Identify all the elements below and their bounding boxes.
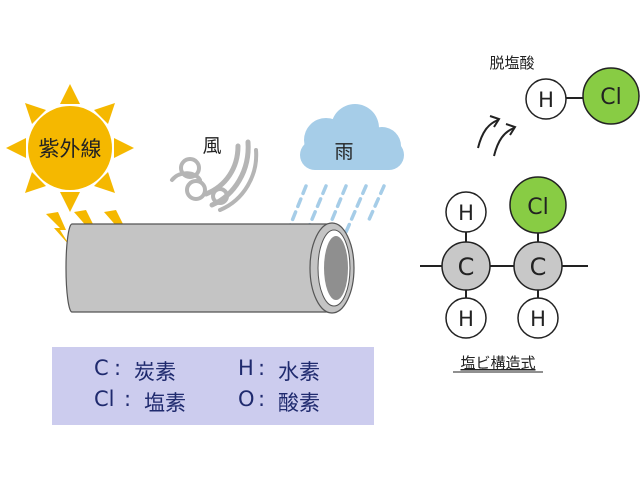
legend-separator: : bbox=[114, 356, 122, 380]
wind-icon bbox=[170, 139, 259, 212]
pvc-structure: H Cl C C H H bbox=[420, 176, 588, 339]
legend-name: 酸素 bbox=[278, 391, 320, 415]
legend-name: 炭素 bbox=[134, 360, 176, 384]
dehydrochlorination-label: 脱塩酸 bbox=[489, 54, 534, 72]
legend-symbol: H bbox=[238, 356, 254, 380]
hydrogen-atom bbox=[445, 297, 487, 339]
legend-symbol: Cl bbox=[94, 387, 115, 411]
legend-name: 塩素 bbox=[144, 391, 186, 415]
chlorine-atom bbox=[509, 176, 567, 234]
sun-icon bbox=[6, 84, 134, 212]
hydrogen-atom bbox=[525, 78, 567, 120]
curved-arrow-icon bbox=[493, 127, 515, 157]
curved-arrow-icons bbox=[477, 115, 517, 157]
carbon-atom bbox=[441, 241, 491, 291]
atom-symbol: H bbox=[538, 88, 554, 112]
wind-label: 風 bbox=[202, 135, 221, 157]
legend-symbol: C bbox=[94, 356, 109, 380]
atom-symbol: C bbox=[530, 253, 547, 281]
hcl-molecule: H Cl bbox=[525, 67, 640, 125]
pipe-illustration bbox=[65, 222, 355, 314]
legend-separator: : bbox=[258, 356, 266, 380]
curved-arrow-icon bbox=[477, 119, 499, 149]
element-legend: C : 炭素 H : 水素 Cl : 塩素 O : 酸素 bbox=[52, 347, 374, 425]
pvc-structure-label: 塩ビ構造式 bbox=[460, 354, 535, 372]
atom-symbol: H bbox=[458, 201, 474, 225]
atom-symbol: H bbox=[530, 307, 546, 331]
atom-symbol: H bbox=[458, 307, 474, 331]
cloud-icon bbox=[300, 104, 404, 170]
legend-name: 水素 bbox=[278, 360, 320, 384]
hydrogen-atom bbox=[517, 297, 559, 339]
rain-label: 雨 bbox=[334, 141, 353, 163]
carbon-atom bbox=[513, 241, 563, 291]
atom-symbol: Cl bbox=[527, 195, 548, 220]
uv-label: 紫外線 bbox=[39, 137, 102, 161]
atom-symbol: C bbox=[458, 253, 475, 281]
lightning-bolt-icon bbox=[46, 212, 70, 246]
chlorine-atom bbox=[582, 67, 640, 125]
atom-symbol: Cl bbox=[600, 85, 621, 110]
legend-symbol: O bbox=[238, 387, 255, 411]
legend-separator: : bbox=[124, 387, 132, 411]
legend-separator: : bbox=[258, 387, 266, 411]
hydrogen-atom bbox=[445, 191, 487, 233]
